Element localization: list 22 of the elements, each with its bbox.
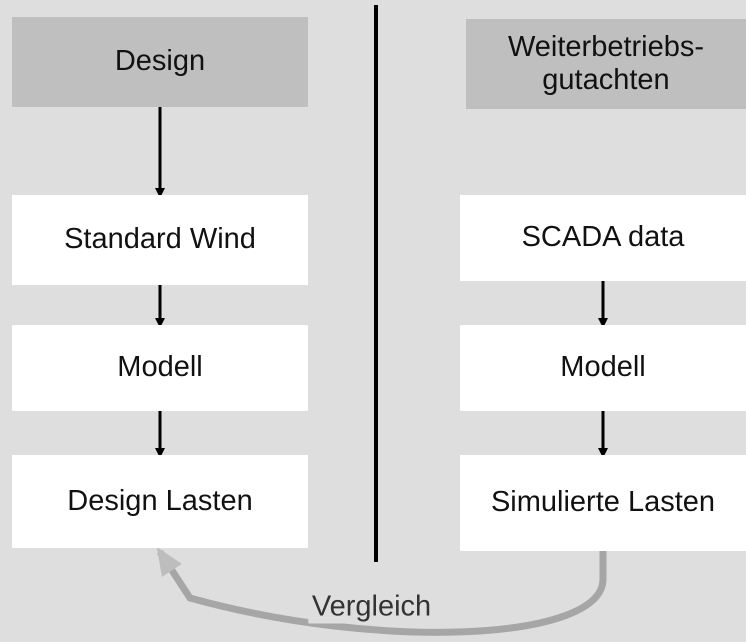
node-label: SCADA data — [522, 221, 684, 255]
process-box — [460, 325, 746, 411]
node-label: Modell — [117, 351, 203, 385]
process-box — [12, 195, 308, 285]
arrow — [155, 411, 165, 458]
node-label: Standard Wind — [64, 223, 256, 257]
arrow — [598, 281, 608, 328]
arrow — [155, 107, 165, 198]
node-label: Weiterbetriebs- gutachten — [506, 30, 706, 98]
process-box — [12, 325, 308, 411]
process-box — [460, 455, 746, 551]
process-box — [460, 195, 746, 281]
node-label: Simulierte Lasten — [490, 486, 716, 520]
node-label: Modell — [560, 351, 646, 385]
heading-box — [12, 17, 308, 107]
process-box — [12, 455, 308, 548]
heading-box — [466, 19, 746, 109]
curved-arrow — [156, 546, 606, 636]
arrow — [155, 285, 165, 328]
arrow — [598, 411, 608, 458]
node-label: Design — [114, 45, 206, 79]
node-label: Design Lasten — [67, 484, 253, 518]
